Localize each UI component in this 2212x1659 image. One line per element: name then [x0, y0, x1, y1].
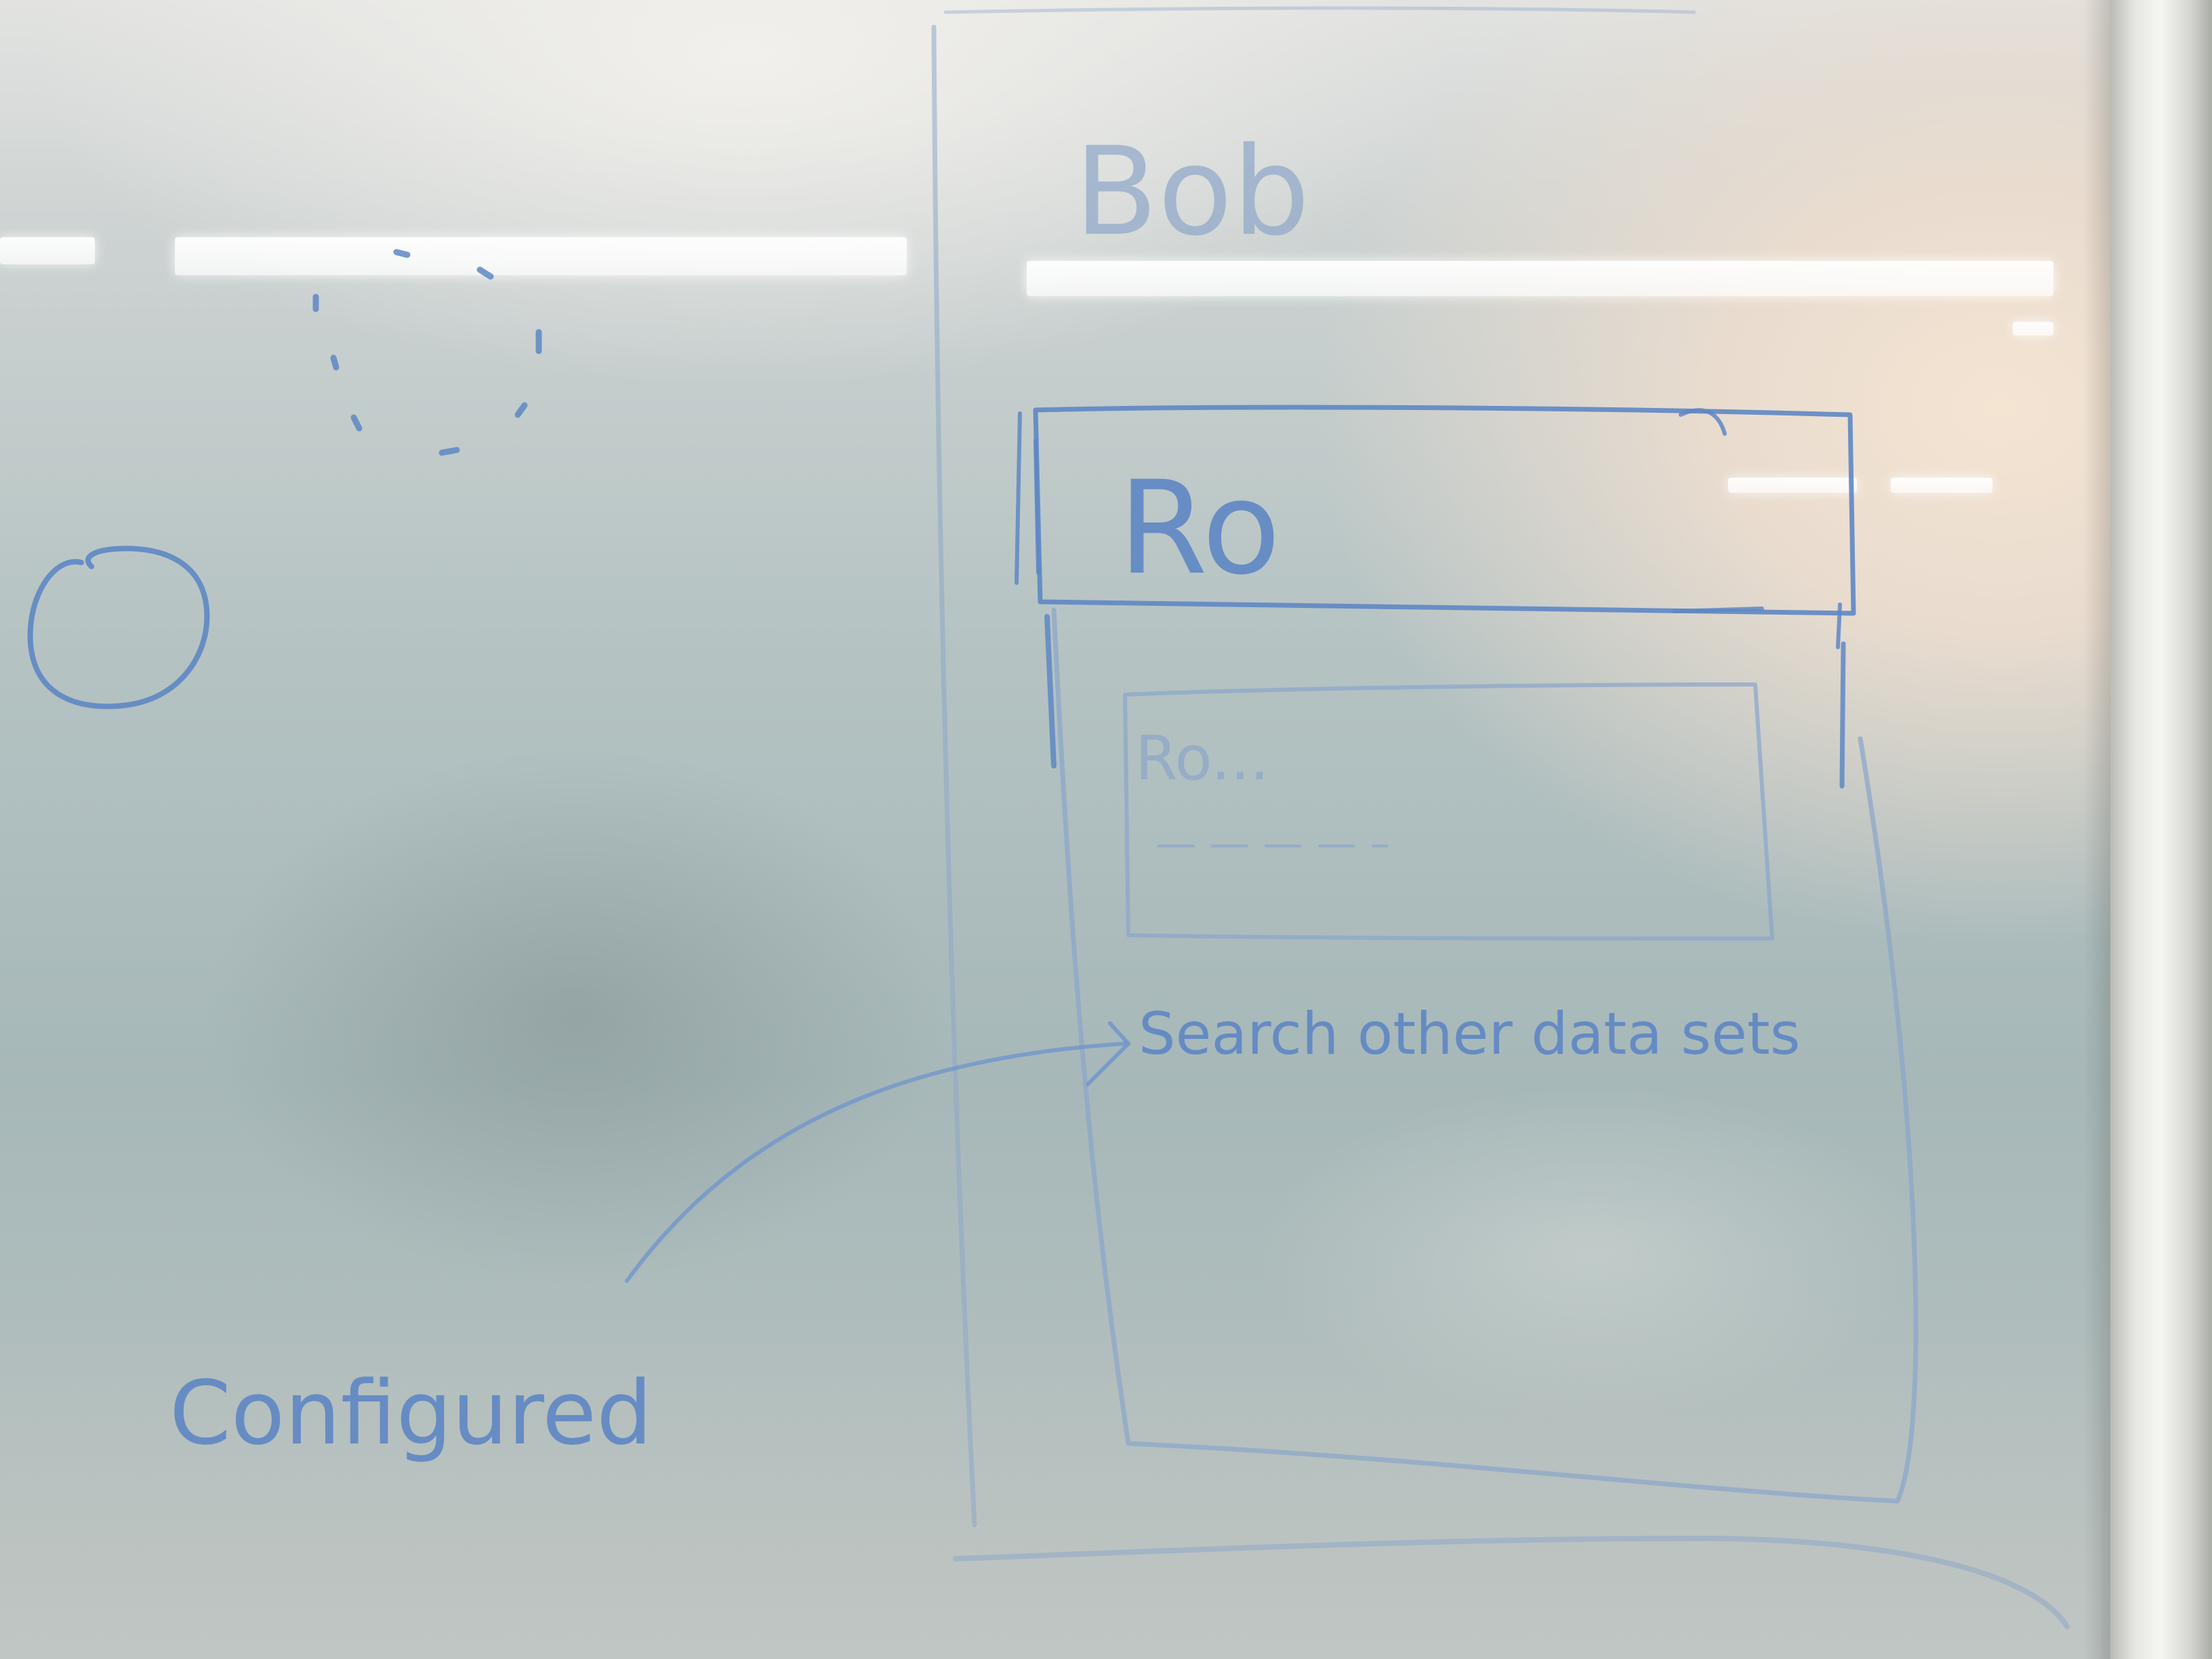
ceiling-light-small-2	[1728, 478, 1857, 493]
arrow-line	[625, 1042, 1127, 1283]
configured-label: Configured	[169, 1361, 653, 1465]
header-box-outline	[1033, 405, 1856, 616]
dotted-circle-icon	[312, 249, 542, 456]
ceiling-light-left	[0, 237, 95, 264]
outer-panel-outline	[1051, 607, 1919, 1504]
search-other-datasets-label: Search other data sets	[1139, 1000, 1801, 1068]
header-box-label: Ro	[1118, 453, 1281, 603]
inner-box-outline	[1123, 682, 1774, 941]
ceiling-light-small-3	[1891, 478, 1992, 493]
title-bob: Bob	[1074, 121, 1310, 263]
left-scrollbar-line	[1044, 614, 1057, 769]
whiteboard-frame	[2110, 0, 2212, 1659]
inner-box-dashes: — — — — –	[1155, 820, 1390, 867]
ceiling-light-small-1	[2013, 322, 2053, 335]
ceiling-light-right	[1027, 261, 2053, 296]
frame-shadow	[2083, 0, 2110, 1659]
inner-box-label: Ro...	[1135, 723, 1269, 794]
circle-sketch-icon	[27, 546, 210, 710]
right-scrollbar-line	[1839, 641, 1846, 789]
arrow-head-icon	[1086, 1021, 1130, 1086]
faded-bottom-line	[953, 1536, 2070, 1629]
faded-vertical-line	[931, 24, 977, 1528]
faded-top-line	[943, 6, 1696, 14]
ceiling-light-center	[175, 237, 907, 275]
